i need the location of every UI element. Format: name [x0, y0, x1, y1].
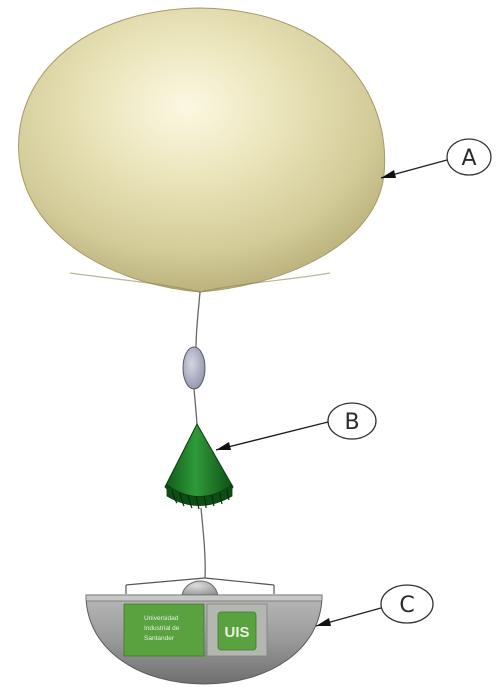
tether-upper [195, 291, 201, 349]
tether-oval [182, 346, 206, 390]
parachute [164, 422, 234, 510]
tether-lower [200, 507, 206, 579]
logo-mark: UIS [224, 624, 249, 641]
logo-line-3: Santander [144, 635, 175, 642]
callout-a: A [380, 138, 492, 179]
callout-b: B [215, 402, 377, 451]
callout-a-label: A [461, 146, 476, 171]
logo-line-2: Industrial de [144, 625, 180, 632]
payload-capsule: Universidad Industrial de Santander UIS [85, 577, 323, 685]
callout-b-label: B [344, 410, 359, 435]
university-logo: Universidad Industrial de Santander UIS [123, 603, 268, 657]
logo-line-1: Universidad [144, 615, 179, 622]
callout-b-arrow [215, 421, 329, 451]
tether-middle [193, 388, 198, 425]
balloon [18, 7, 386, 293]
callout-c: C [315, 584, 434, 627]
callout-c-label: C [399, 593, 414, 618]
